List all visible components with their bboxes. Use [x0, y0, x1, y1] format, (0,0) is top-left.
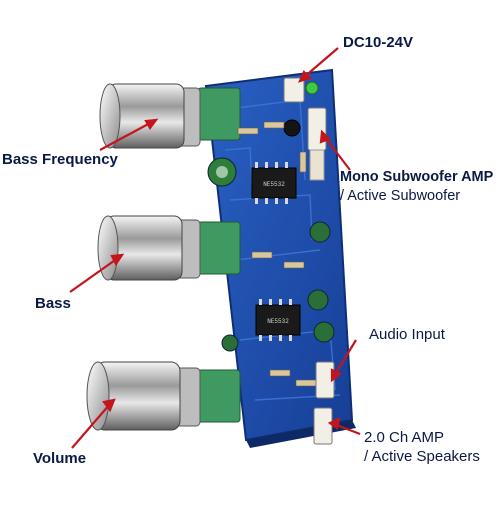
amp-label-line2: / Active Speakers: [364, 448, 480, 465]
bass-frequency-label: Bass Frequency: [2, 151, 118, 168]
power-label: DC10-24V: [343, 34, 414, 51]
amp-label-line1: 2.0 Ch AMP: [364, 429, 445, 446]
arrow-bass: [69, 257, 119, 293]
subwoofer-label-line2: / Active Subwoofer: [340, 188, 461, 204]
subwoofer-connector: [307, 107, 327, 181]
chip1-marking: NE5532: [263, 181, 285, 188]
pointer-arrows: [69, 47, 361, 449]
arrow-subwoofer: [323, 135, 351, 171]
audio-input-connector: [315, 361, 335, 399]
knob-bass-frequency: [99, 83, 201, 149]
potentiometer-bodies: [197, 87, 241, 423]
speaker-output-connector: [313, 407, 333, 445]
ic-chip-2: NE5532: [255, 299, 301, 341]
arrow-volume: [71, 403, 111, 449]
arrow-bass-frequency: [99, 121, 153, 151]
knob-bass: [97, 215, 201, 281]
amp-output-label: 2.0 Ch AMP / Active Speakers: [364, 428, 480, 466]
subwoofer-output-label: Mono Subwoofer AMP / Active Subwoofer: [340, 168, 493, 206]
arrow-audio-input: [333, 339, 357, 377]
chip2-marking: NE5532: [267, 318, 289, 325]
volume-label: Volume: [33, 450, 87, 467]
audio-input-label: Audio Input: [369, 326, 445, 343]
power-connector: [283, 77, 319, 103]
ic-chip-1: NE5532: [251, 162, 297, 204]
bass-label: Bass: [35, 295, 71, 312]
subwoofer-label-line1: Mono Subwoofer AMP: [340, 169, 494, 185]
capacitors: [207, 119, 335, 352]
arrow-power: [302, 47, 339, 79]
resistors: [237, 121, 317, 387]
knob-volume: [86, 361, 201, 431]
